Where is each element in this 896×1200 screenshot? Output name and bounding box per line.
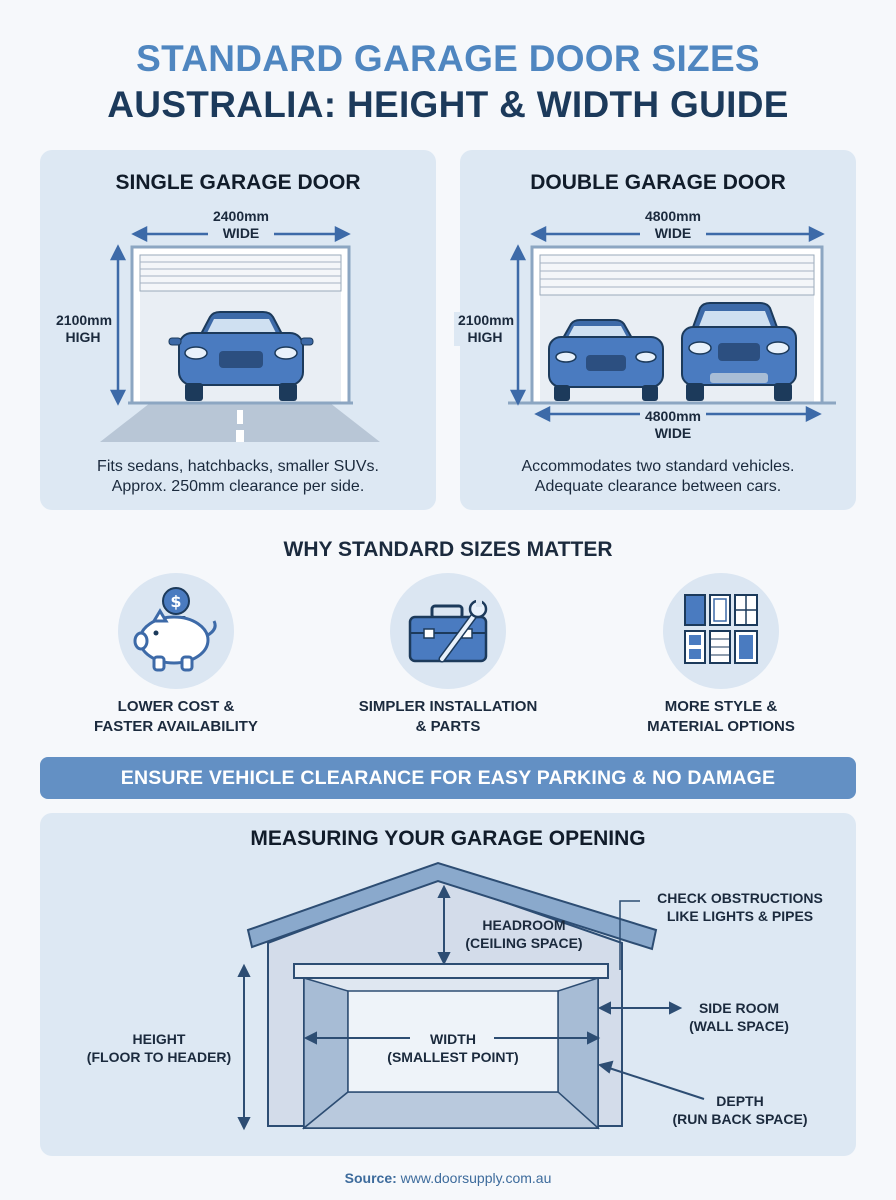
source-label: Source: — [344, 1170, 397, 1186]
page-title-line1: STANDARD GARAGE DOOR SIZES — [136, 38, 760, 79]
suv-car-icon — [681, 302, 797, 401]
garage-opening-diagram — [237, 861, 705, 1131]
single-door-illustration — [100, 225, 380, 442]
source-credit: Source: www.doorsupply.com.au — [0, 1170, 896, 1186]
width-arrow — [303, 1031, 601, 1045]
benefit-install-label: SIMPLER INSTALLATION& PARTS — [358, 698, 538, 735]
side-room-label: SIDE ROOM(WALL SPACE) — [689, 1000, 789, 1034]
toolbox-icon — [408, 599, 488, 663]
double-height-arrow — [509, 244, 527, 406]
height-label: HEIGHT(FLOOR TO HEADER) — [86, 1031, 232, 1065]
measuring-panel: MEASURING YOUR GARAGE OPENING — [40, 813, 856, 1156]
sedan-car-icon — [168, 311, 314, 401]
benefit-cost-label: LOWER COST &FASTER AVAILABILITY — [94, 698, 258, 735]
height-arrow — [237, 963, 251, 1131]
single-door-caption: Fits sedans, hatchbacks, smaller SUVs.Ap… — [97, 458, 379, 495]
clearance-banner: ENSURE VEHICLE CLEARANCE FOR EASY PARKIN… — [40, 757, 856, 799]
single-door-panel: SINGLE GARAGE DOOR — [40, 150, 436, 510]
depth-arrow — [597, 1060, 705, 1100]
side-room-arrow — [597, 1001, 683, 1015]
piggy-bank-icon: $ — [133, 587, 217, 672]
double-door-illustration — [508, 225, 836, 423]
single-height-arrow — [109, 244, 127, 406]
headroom-arrow — [437, 884, 451, 966]
double-door-caption: Accommodates two standard vehicles.Adequ… — [521, 458, 795, 495]
headroom-label: HEADROOM(CEILING SPACE) — [465, 917, 583, 951]
double-door-title: DOUBLE GARAGE DOOR — [530, 171, 786, 194]
benefit-install-circle — [390, 573, 506, 689]
measuring-title: MEASURING YOUR GARAGE OPENING — [250, 827, 646, 850]
sedan-car-icon — [548, 319, 664, 401]
svg-text:$: $ — [170, 592, 181, 611]
benefit-style-label: MORE STYLE &MATERIAL OPTIONS — [647, 698, 795, 735]
obstructions-leader — [619, 900, 640, 970]
benefit-cost-circle: $ — [118, 573, 234, 689]
page-title-line2: AUSTRALIA: HEIGHT & WIDTH GUIDE — [107, 84, 789, 125]
benefit-style-circle — [663, 573, 779, 689]
why-section-title: WHY STANDARD SIZES MATTER — [283, 538, 613, 561]
single-door-title: SINGLE GARAGE DOOR — [115, 171, 361, 194]
door-styles-icon — [684, 594, 758, 664]
width-label: WIDTH(SMALLEST POINT) — [387, 1031, 519, 1065]
source-link[interactable]: www.doorsupply.com.au — [400, 1170, 552, 1186]
depth-label: DEPTH(RUN BACK SPACE) — [672, 1093, 808, 1127]
double-door-panel: DOUBLE GARAGE DOOR — [454, 150, 856, 510]
